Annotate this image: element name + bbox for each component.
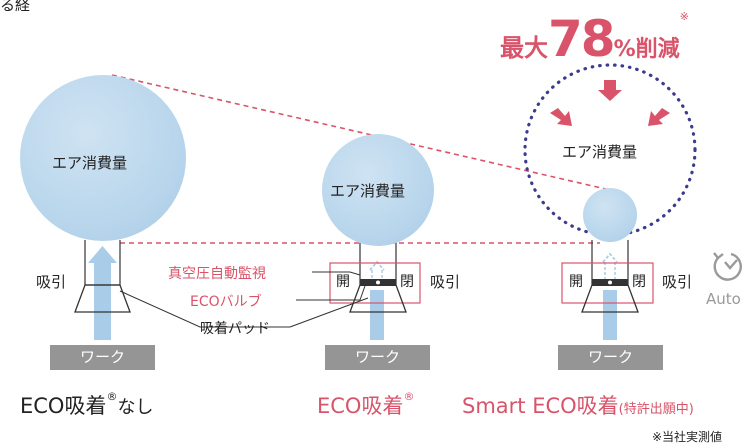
valve-frame xyxy=(561,262,654,304)
reduction-arrow-top xyxy=(598,80,622,101)
unit-smart-eco xyxy=(561,240,654,340)
air-bubble-small xyxy=(583,188,637,242)
headline-number: 78 xyxy=(548,10,616,68)
auto-label: Auto xyxy=(706,290,741,308)
caption-without-eco: ECO吸着®なし xyxy=(20,390,153,420)
air-label-large: エア消費量 xyxy=(52,154,128,172)
caption-eco-main: ECO吸着 xyxy=(317,394,404,418)
caption-smart-sub: (特許出願中) xyxy=(618,402,694,417)
work-block-without: ワーク xyxy=(50,345,155,370)
suction-pad xyxy=(581,284,639,313)
headline-prefix: 最大 xyxy=(500,34,548,62)
callout-suction-pad: 吸着パッド xyxy=(200,321,270,337)
dashed-guide-top xyxy=(111,74,611,191)
caption-eco-reg: ® xyxy=(403,390,415,403)
callout-vacuum-monitor: 真空圧自動監視 xyxy=(168,266,266,282)
air-bubble-large xyxy=(20,75,186,241)
air-bubble-medium xyxy=(322,134,434,246)
footnote: ※当社実測値 xyxy=(652,430,723,444)
reduction-arrow-left xyxy=(550,108,572,126)
valve-frame xyxy=(329,262,421,304)
work-block-eco: ワーク xyxy=(325,345,430,370)
suction-label-without: 吸引 xyxy=(36,273,67,291)
open-label-smart: 開 xyxy=(569,274,583,290)
suction-arrow xyxy=(94,262,111,340)
air-label-dotted: エア消費量 xyxy=(562,143,638,161)
original-size-dotted-circle xyxy=(523,63,697,237)
caption-smart-eco: Smart ECO吸着(特許出願中) xyxy=(462,390,694,420)
suction-arrow xyxy=(603,290,617,340)
callout-leaders xyxy=(119,271,369,328)
caption-eco: ECO吸着® xyxy=(317,390,414,420)
headline-suffix: %削減 xyxy=(613,37,680,62)
air-label-medium: エア消費量 xyxy=(330,182,406,200)
suction-label-eco: 吸引 xyxy=(430,273,461,291)
reduction-headline: 最大78%削減 ※ xyxy=(500,10,689,68)
reduction-arrow-right xyxy=(648,108,670,126)
work-block-smart: ワーク xyxy=(558,345,663,370)
caption-without-main: ECO吸着 xyxy=(20,394,107,418)
caption-without-reg: ® xyxy=(106,390,118,403)
unit-without-eco xyxy=(74,240,131,340)
suction-arrow xyxy=(370,290,384,340)
headline-note-mark: ※ xyxy=(679,10,689,23)
callout-eco-valve: ECOバルブ xyxy=(190,294,262,310)
caption-smart-main: Smart ECO吸着 xyxy=(462,394,619,418)
reduction-arrows xyxy=(550,80,670,126)
cropped-top-text: る経 xyxy=(0,0,31,14)
caption-without-tail: なし xyxy=(117,397,154,418)
auto-timer-icon xyxy=(713,252,742,281)
open-label-eco: 開 xyxy=(336,274,350,290)
closed-label-eco: 閉 xyxy=(400,274,414,290)
closed-label-smart: 閉 xyxy=(632,274,646,290)
suction-label-smart: 吸引 xyxy=(662,273,693,291)
